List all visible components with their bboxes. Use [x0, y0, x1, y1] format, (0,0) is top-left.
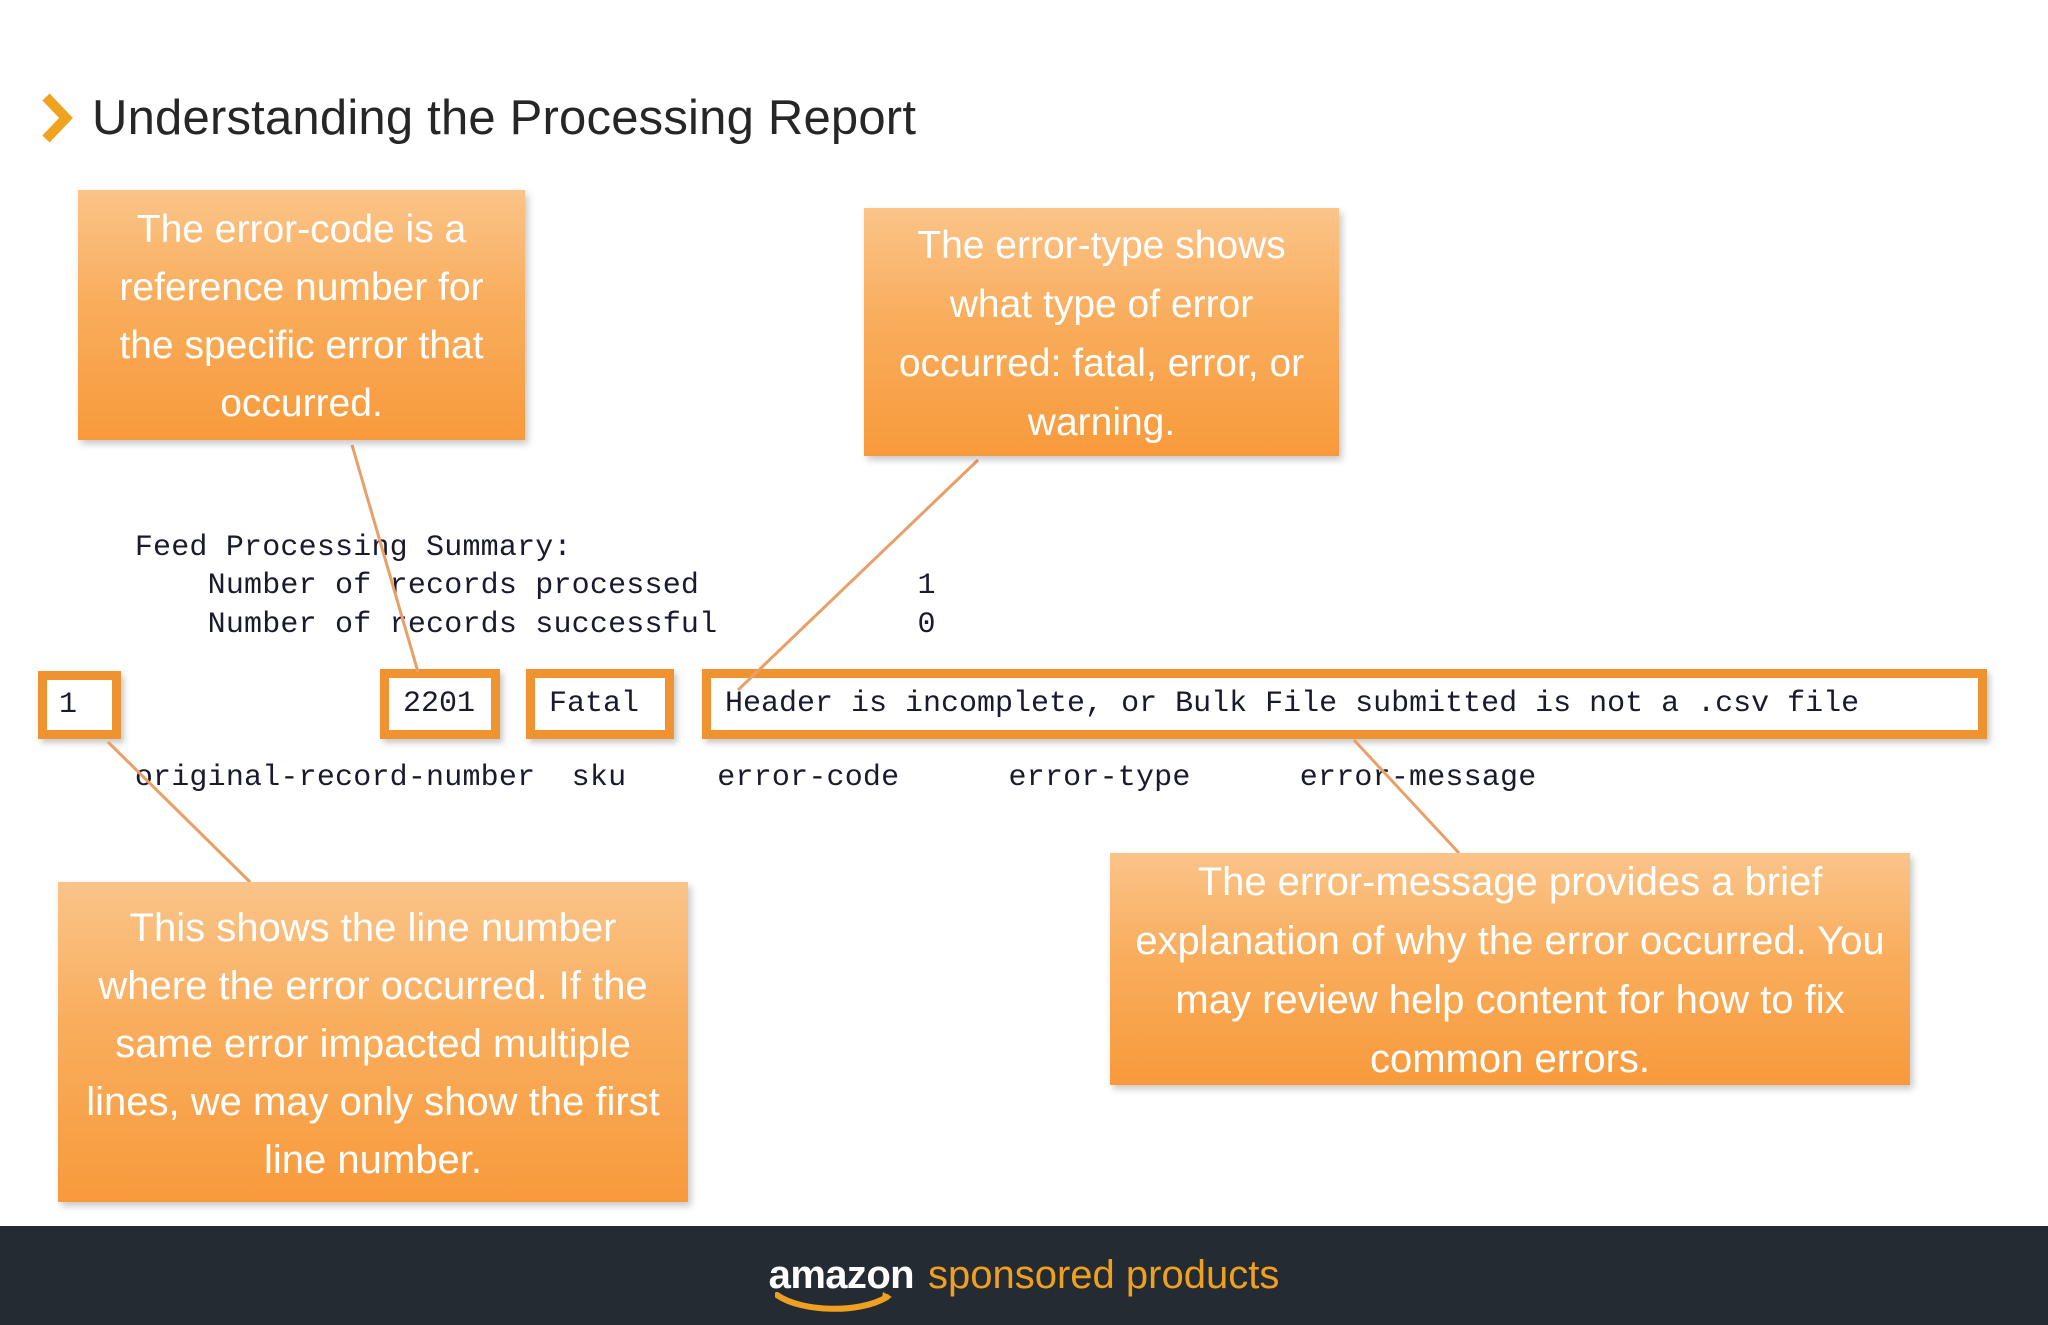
cell-error-message: Header is incomplete, or Bulk File submi… [725, 687, 1860, 721]
highlight-error-code[interactable]: 2201 [380, 669, 500, 739]
callout-error-message: The error-message provides a brief expla… [1110, 853, 1910, 1085]
highlight-error-type[interactable]: Fatal [526, 669, 674, 739]
cell-error-type: Fatal [549, 687, 640, 721]
brand-amazon-wordmark: amazon [769, 1253, 915, 1312]
page-title-row: Understanding the Processing Report [40, 90, 916, 146]
brand-lockup: amazon sponsored products [769, 1253, 1280, 1312]
callout-error-message-text: The error-message provides a brief expla… [1135, 860, 1885, 1081]
callout-error-type-text: The error-type shows what type of error … [898, 224, 1305, 444]
report-column-headers: original-record-number sku error-code er… [134, 761, 1537, 795]
callout-error-code-text: The error-code is a reference number for… [119, 208, 484, 425]
page-title: Understanding the Processing Report [92, 91, 917, 145]
highlight-original-record-number[interactable]: 1 [38, 671, 121, 739]
feed-processing-report: Feed Processing Summary: Number of recor… [62, 490, 1536, 836]
cell-error-code: 2201 [403, 687, 476, 721]
callout-error-code: The error-code is a reference number for… [78, 190, 525, 440]
highlight-error-message[interactable]: Header is incomplete, or Bulk File submi… [702, 669, 1987, 739]
callout-error-type: The error-type shows what type of error … [864, 208, 1339, 456]
callout-line-number-text: This shows the line number where the err… [86, 906, 660, 1182]
callout-line-number: This shows the line number where the err… [58, 882, 688, 1202]
brand-tagline: sponsored products [928, 1253, 1280, 1297]
chevron-right-icon [42, 93, 73, 143]
report-summary-text: Feed Processing Summary: Number of recor… [134, 530, 936, 642]
amazon-smile-icon [774, 1292, 892, 1312]
footer-bar: amazon sponsored products [0, 1226, 2048, 1325]
cell-original-record-number: 1 [59, 688, 78, 722]
